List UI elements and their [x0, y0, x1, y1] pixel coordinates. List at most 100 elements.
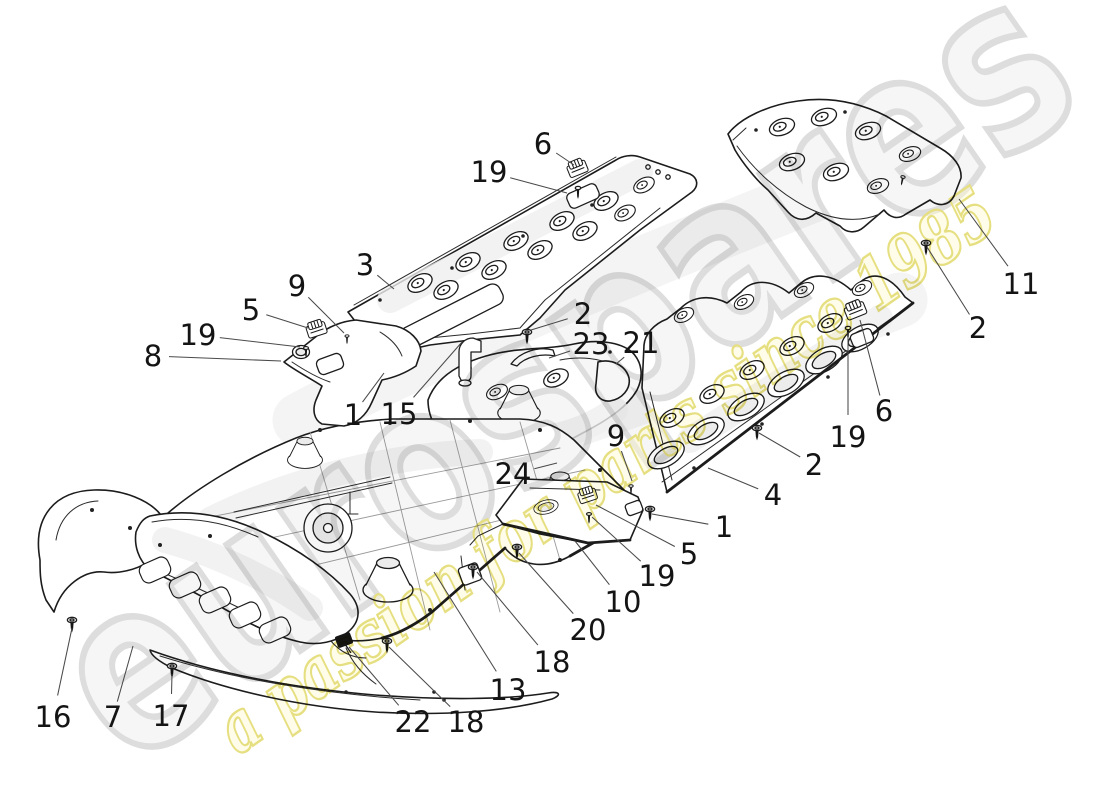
callout-9-3: 9	[288, 269, 345, 334]
part-8	[283, 319, 422, 427]
leader-line	[758, 432, 801, 458]
leader-line	[574, 540, 610, 586]
callout-number: 5	[242, 293, 260, 327]
panel-11	[727, 98, 962, 233]
panel-7	[37, 489, 560, 715]
callout-number: 19	[471, 155, 508, 189]
callout-number: 22	[395, 705, 432, 739]
leader-line	[219, 337, 301, 348]
callout-number: 1	[715, 510, 733, 544]
callout-number: 13	[490, 673, 527, 707]
leader-line	[530, 318, 568, 331]
callout-3-2: 3	[356, 248, 395, 290]
callout-number: 7	[104, 700, 122, 734]
leader-line	[57, 627, 73, 696]
callout-number: 5	[680, 537, 698, 571]
callout-19-1: 19	[471, 155, 568, 194]
panel-3	[347, 154, 698, 353]
callout-number: 3	[356, 248, 374, 282]
leader-line	[555, 152, 575, 166]
callout-10-23: 10	[574, 540, 642, 619]
callout-number: 19	[639, 559, 676, 593]
leader-line	[620, 450, 633, 482]
callout-number: 9	[607, 419, 625, 453]
callout-number: 23	[573, 327, 610, 361]
callout-8-6: 8	[144, 339, 282, 373]
callout-number: 24	[495, 457, 532, 491]
callout-22-28: 22	[348, 646, 432, 739]
callout-23-8: 23	[548, 327, 610, 361]
callout-2-16: 2	[758, 432, 823, 482]
callout-18-25: 18	[476, 571, 571, 679]
callout-2-7: 2	[530, 297, 592, 331]
leader-line	[266, 314, 309, 329]
leader-line	[859, 319, 881, 396]
leader-line	[413, 341, 463, 398]
callout-6-18: 6	[859, 319, 893, 428]
callout-number: 18	[534, 645, 571, 679]
callout-5-4: 5	[242, 293, 309, 329]
leader-line	[595, 504, 676, 547]
leader-line	[170, 673, 173, 695]
callout-number: 19	[180, 318, 217, 352]
callout-11-10: 11	[958, 198, 1040, 301]
leader-line	[534, 462, 558, 470]
callout-7-30: 7	[104, 645, 134, 734]
callout-1-20: 1	[651, 510, 733, 544]
leader-line	[615, 356, 625, 365]
callout-19-19: 19	[830, 332, 867, 454]
leader-line	[168, 356, 282, 362]
bracket-15	[458, 337, 482, 387]
leader-line	[548, 350, 571, 359]
callout-19-22: 19	[591, 516, 676, 593]
leader-line	[376, 274, 395, 290]
callout-number: 21	[623, 326, 660, 360]
callout-20-24: 20	[518, 552, 607, 647]
callout-number: 2	[969, 311, 987, 345]
callout-24-14: 24	[495, 457, 558, 491]
callout-number: 6	[534, 127, 552, 161]
callout-number: 20	[570, 613, 607, 647]
callout-18-27: 18	[388, 646, 485, 739]
leader-line	[510, 177, 568, 194]
callout-number: 9	[288, 269, 306, 303]
callout-number: 10	[605, 585, 642, 619]
callout-number: 18	[448, 705, 485, 739]
callout-2-11: 2	[926, 246, 987, 345]
callout-number: 8	[144, 339, 162, 373]
leader-line	[433, 571, 497, 672]
leader-line	[958, 198, 1009, 267]
leader-line	[707, 467, 759, 490]
leader-line	[591, 516, 642, 562]
callout-16-29: 16	[35, 627, 73, 734]
leader-line	[926, 246, 970, 315]
callout-13-26: 13	[433, 571, 527, 707]
leader-line	[388, 646, 451, 707]
callout-1-12: 1	[344, 372, 385, 432]
callout-17-31: 17	[153, 673, 190, 733]
callout-4-17: 4	[707, 467, 782, 512]
callout-19-5: 19	[180, 318, 301, 352]
callout-number: 6	[875, 394, 893, 428]
callout-5-21: 5	[595, 504, 698, 571]
callout-number: 19	[830, 420, 867, 454]
callout-number: 1	[344, 398, 362, 432]
clip-22	[334, 632, 354, 654]
leader-line	[348, 646, 400, 706]
leader-line	[518, 552, 574, 614]
leader-line	[651, 513, 709, 525]
callout-15-13: 15	[381, 341, 463, 431]
callout-number: 4	[764, 478, 782, 512]
callout-number: 15	[381, 397, 418, 431]
leader-line	[362, 372, 385, 403]
callout-number: 16	[35, 700, 72, 734]
callout-number: 11	[1003, 267, 1040, 301]
callout-number: 17	[153, 699, 190, 733]
bracket-10	[469, 478, 644, 546]
callout-6-0: 6	[534, 127, 575, 166]
callout-number: 2	[574, 297, 592, 331]
